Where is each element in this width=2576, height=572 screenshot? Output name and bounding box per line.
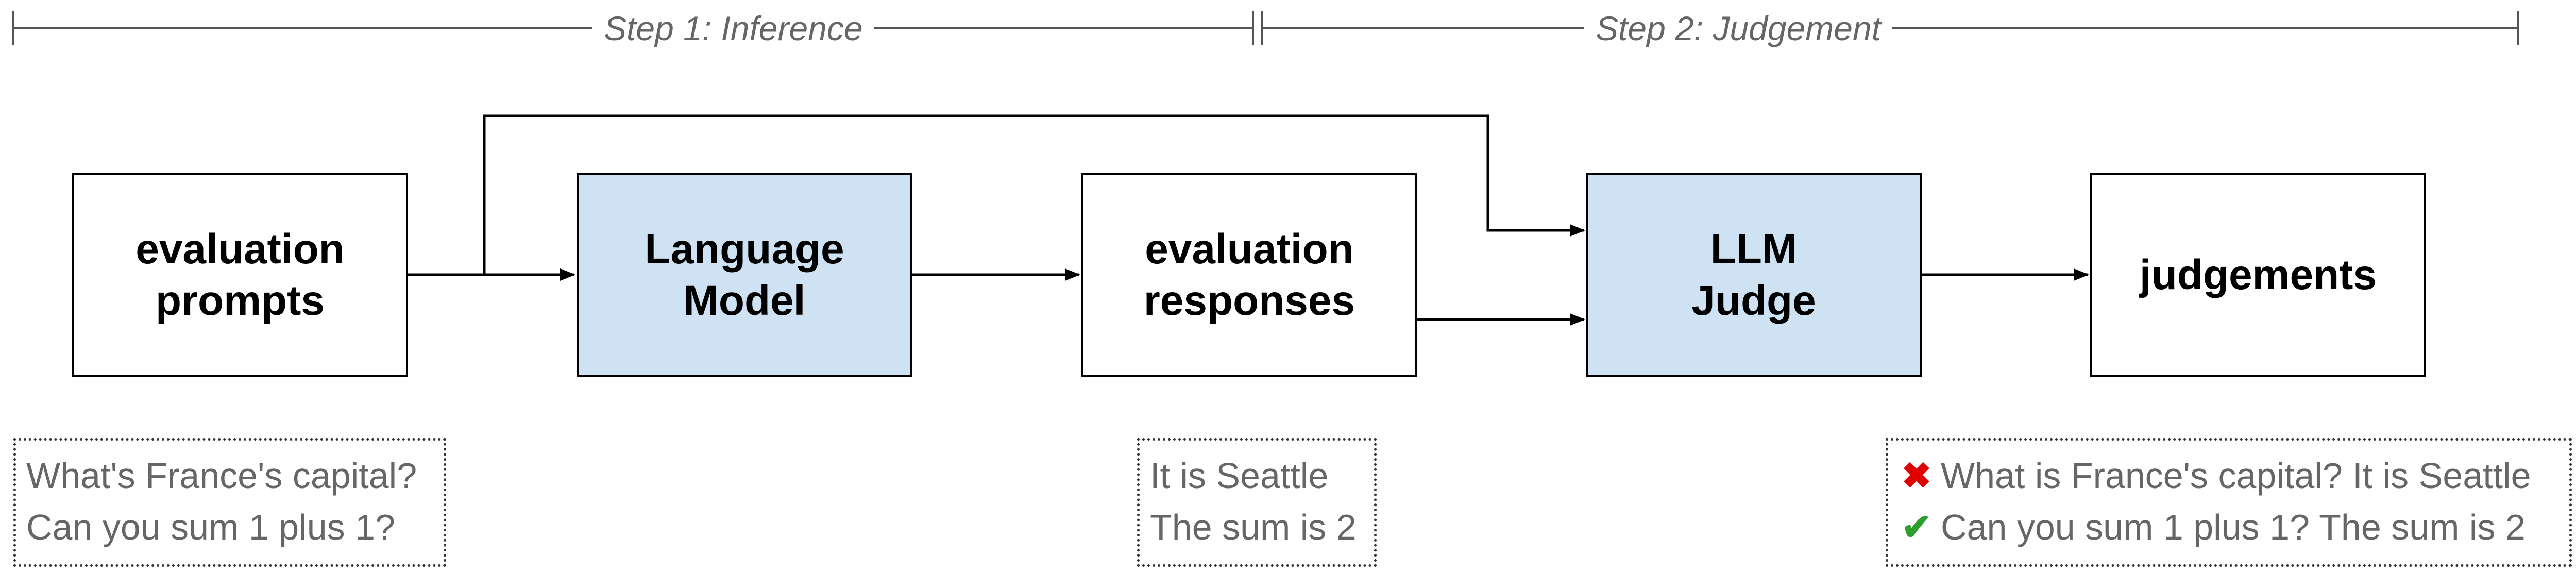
node-label-line: responses	[1143, 277, 1355, 324]
judgement-row-incorrect: ✖What is France's capital? It is Seattle	[1899, 450, 2559, 501]
judgement-row-correct: ✔Can you sum 1 plus 1? The sum is 2	[1899, 501, 2559, 553]
example-response-line: The sum is 2	[1150, 507, 1357, 547]
node-label-line: Model	[683, 277, 806, 324]
example-judgements: ✖What is France's capital? It is Seattle…	[1886, 438, 2572, 567]
node-evaluation-responses: evaluation responses	[1081, 173, 1417, 377]
example-prompt-line: Can you sum 1 plus 1?	[26, 507, 395, 547]
node-label-line: judgements	[2139, 251, 2377, 298]
arrow-prompts-to-judge	[483, 114, 1585, 275]
node-llm-judge: LLM Judge	[1586, 173, 1922, 377]
example-responses: It is Seattle The sum is 2	[1137, 438, 1377, 567]
node-label-line: LLM	[1710, 225, 1798, 273]
example-prompts: What's France's capital? Can you sum 1 p…	[13, 438, 446, 567]
checkmark-icon: ✔	[1901, 507, 1932, 547]
node-label-line: evaluation	[1145, 225, 1354, 273]
node-label-line: prompts	[156, 277, 325, 324]
step2-label: Step 2: Judgement	[1584, 8, 1893, 49]
node-label-line: Language	[645, 225, 844, 273]
node-judgements: judgements	[2090, 173, 2426, 377]
example-response-line: It is Seattle	[1150, 456, 1329, 496]
example-prompt-line: What's France's capital?	[26, 456, 417, 496]
node-evaluation-prompts: evaluation prompts	[72, 173, 408, 377]
step1-label: Step 1: Inference	[592, 8, 874, 49]
node-language-model: Language Model	[577, 173, 912, 377]
node-label-line: evaluation	[135, 225, 345, 273]
judgement-text: What is France's capital? It is Seattle	[1941, 456, 2531, 496]
node-label-line: Judge	[1691, 277, 1816, 324]
cross-icon: ✖	[1901, 456, 1932, 496]
judgement-text: Can you sum 1 plus 1? The sum is 2	[1941, 507, 2526, 547]
